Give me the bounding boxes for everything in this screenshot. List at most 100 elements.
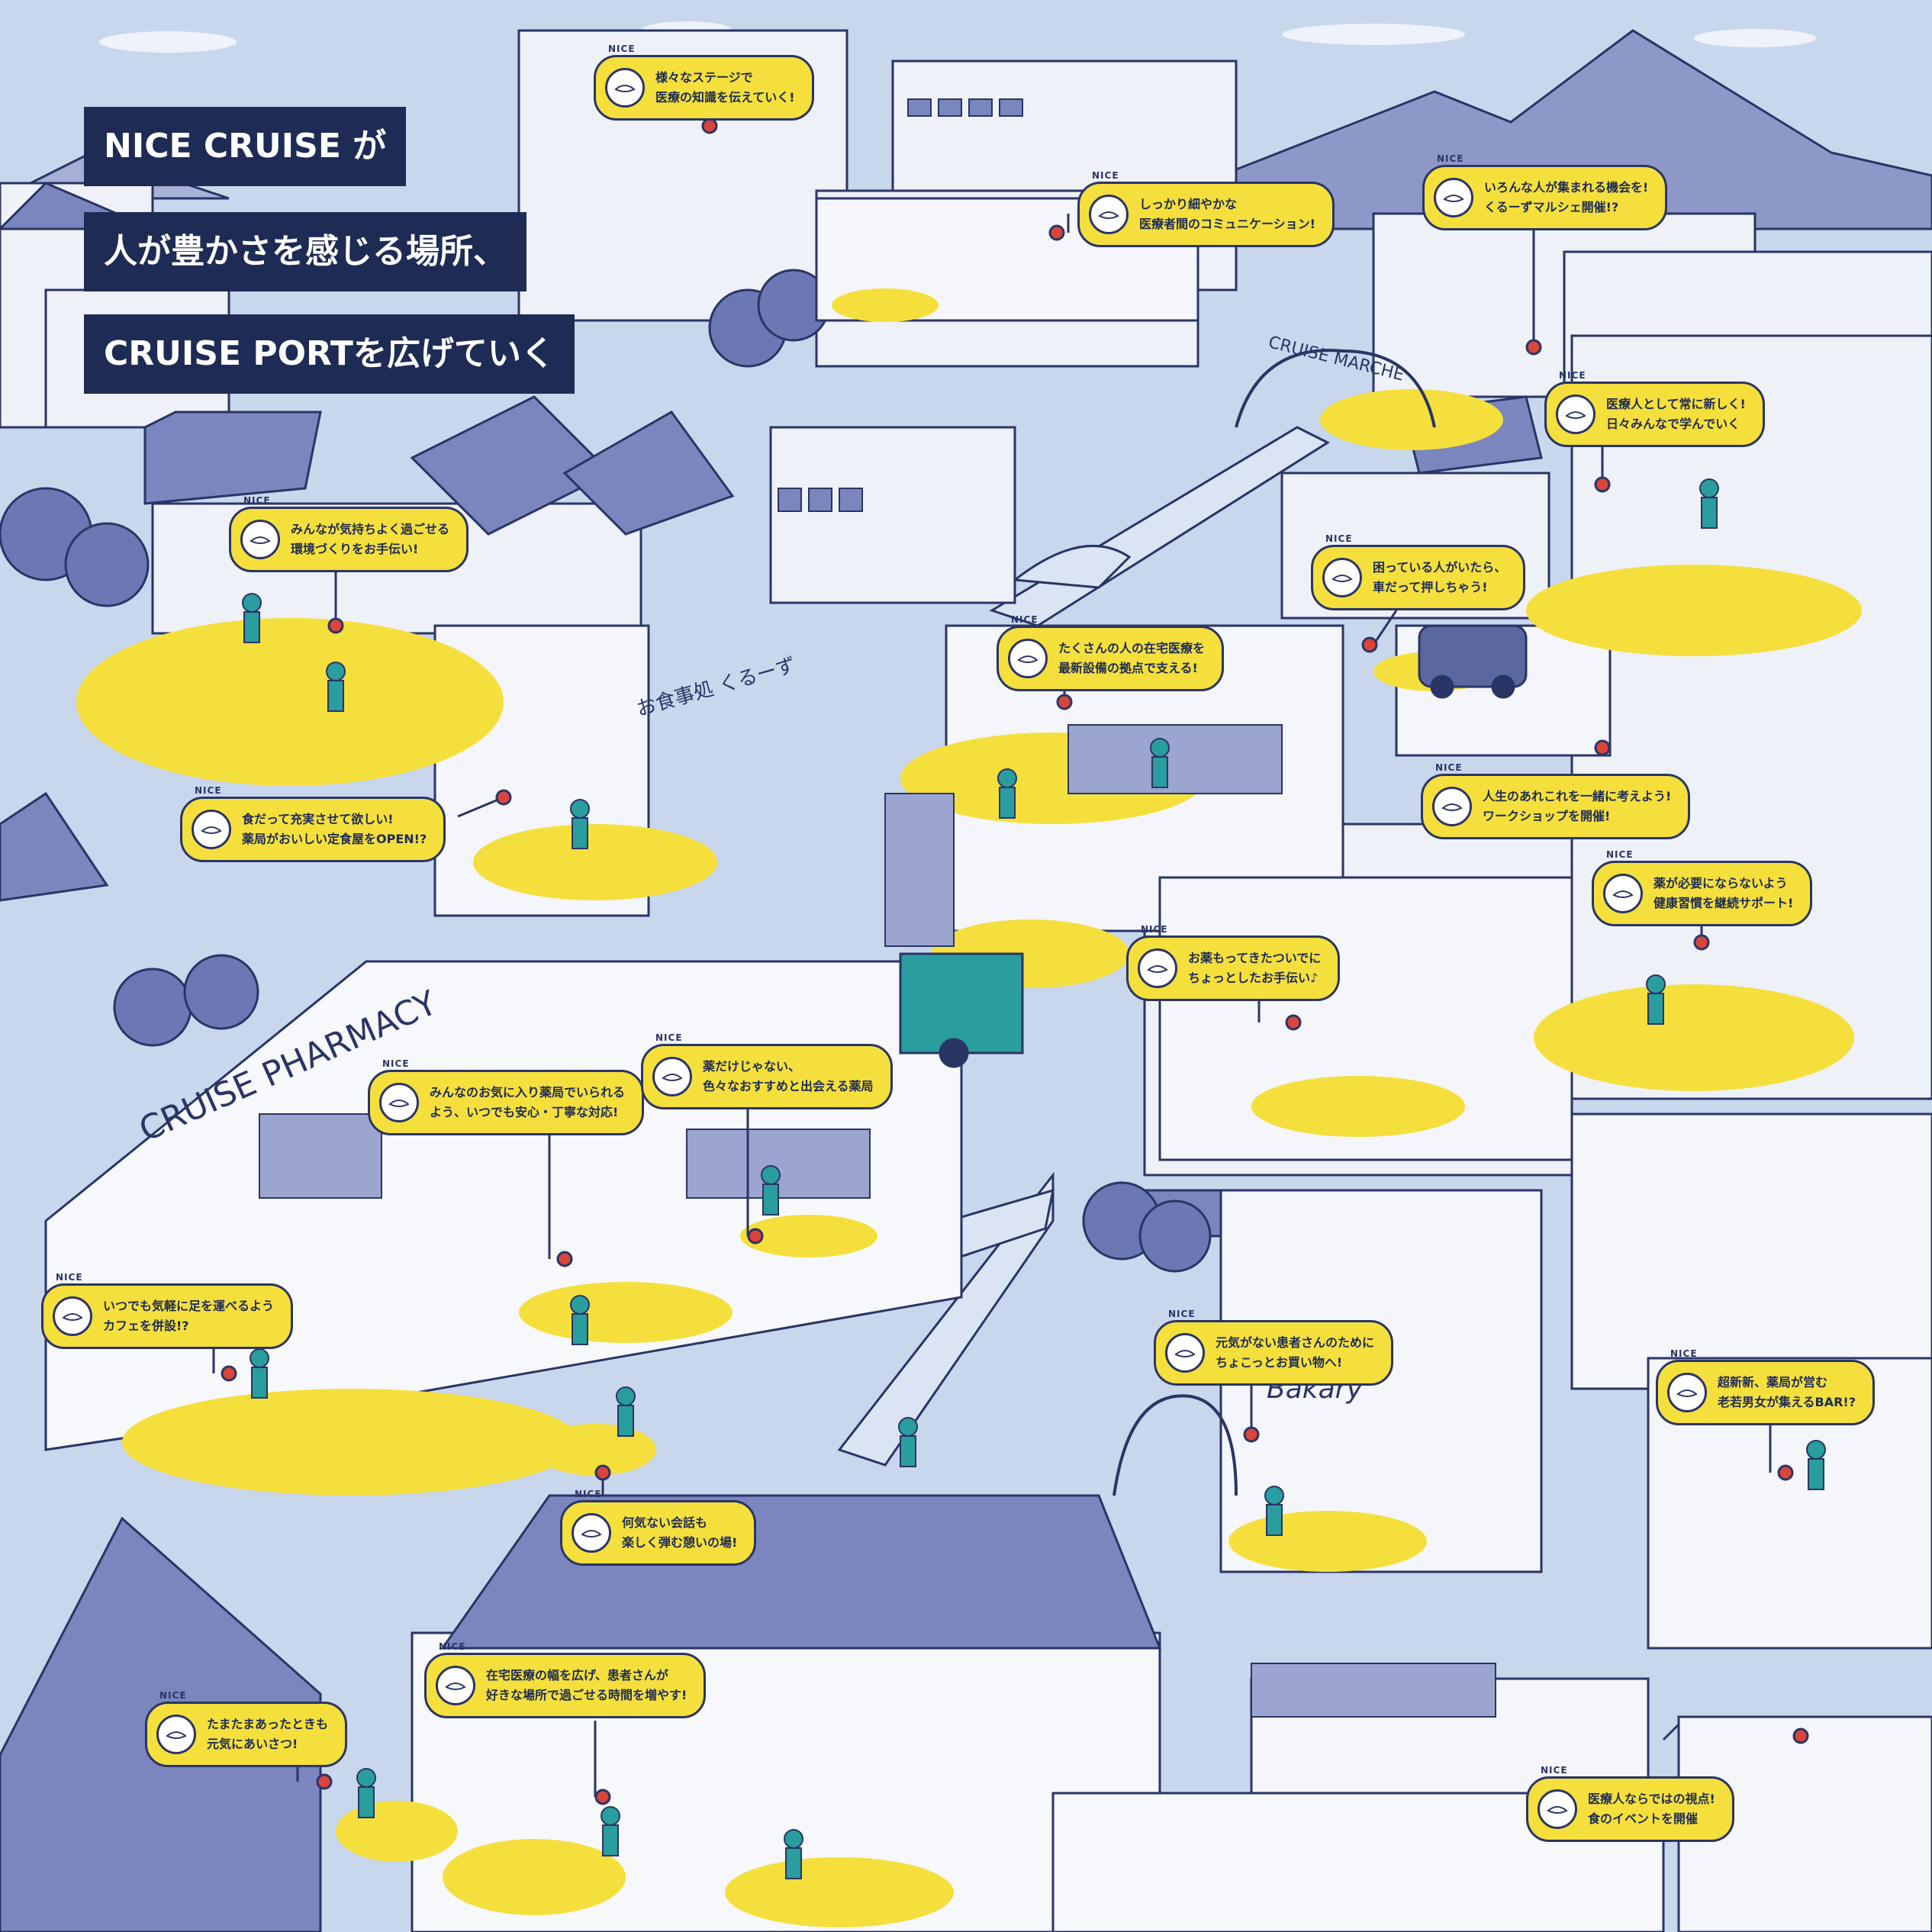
callout-line: 元気がない患者さんのために: [1216, 1335, 1375, 1350]
nice-cruise-logo-icon: [240, 520, 280, 559]
callout-bar: NICE 超新新、薬局が営む老若男女が集えるBAR!?: [1656, 1348, 1875, 1425]
callout-line: 医療の知識を伝えていく!: [655, 90, 795, 105]
nice-cruise-logo-icon: [1008, 639, 1048, 678]
nice-cruise-logo-icon: [1603, 874, 1643, 913]
nice-cruise-logo-icon: [1538, 1789, 1577, 1829]
callout-stage-knowledge: NICE 様々なステージで医療の知識を伝えていく!: [594, 43, 814, 121]
callout-line: 人生のあれこれを一緒に考えよう!: [1483, 789, 1672, 803]
nice-badge: NICE: [243, 495, 271, 506]
windows: [259, 98, 1496, 1718]
nice-badge: NICE: [1606, 849, 1634, 860]
callout-line: 様々なステージで: [655, 70, 753, 85]
callout-line: ちょこっとお買い物へ!: [1216, 1355, 1343, 1370]
nice-cruise-logo-icon: [379, 1083, 419, 1122]
callout-line: 老若男女が集えるBAR!?: [1718, 1395, 1856, 1409]
nice-cruise-logo-icon: [572, 1513, 611, 1553]
nice-cruise-logo-icon: [1165, 1333, 1205, 1373]
nice-cruise-logo-icon: [53, 1296, 92, 1336]
callout-line: 最新設備の拠点で支える!: [1058, 661, 1198, 675]
callout-line: 楽しく弾む憩いの場!: [622, 1535, 738, 1550]
nice-cruise-logo-icon: [1089, 195, 1129, 234]
nice-cruise-logo-icon: [1432, 787, 1472, 826]
callout-small-help: NICE お薬もってきたついでにちょっとしたお手伝い♪: [1126, 924, 1341, 1001]
callout-food-event: NICE 医療人ならではの視点!食のイベントを開催: [1526, 1765, 1734, 1842]
nice-cruise-logo-icon: [156, 1715, 196, 1754]
callout-line: 医療者間のコミュニケーション!: [1139, 217, 1315, 231]
nice-cruise-logo-icon: [1322, 558, 1362, 597]
callout-line: 健康習慣を継続サポート!: [1653, 896, 1794, 910]
nice-cruise-logo-icon: [1667, 1373, 1707, 1412]
nice-cruise-logo-icon: [192, 810, 231, 849]
callout-line: ワークショップを開催!: [1483, 809, 1611, 823]
car: [1418, 624, 1528, 699]
callout-line: カフェを併設!?: [103, 1319, 189, 1333]
nice-badge: NICE: [56, 1272, 83, 1283]
arches: [1113, 349, 1436, 1496]
callout-health-habits: NICE 薬が必要にならないよう健康習慣を継続サポート!: [1592, 849, 1813, 926]
callout-line: みんなのお気に入り薬局でいられる: [430, 1085, 626, 1100]
nice-badge: NICE: [159, 1690, 187, 1701]
callout-line: 困っている人がいたら、: [1373, 560, 1507, 575]
nice-badge: NICE: [195, 785, 222, 796]
callout-line: 超新新、薬局が営む: [1718, 1375, 1828, 1389]
nice-cruise-logo-icon: [605, 68, 645, 108]
nice-badge: NICE: [1168, 1309, 1196, 1319]
callout-line: いつでも気軽に足を運べるよう: [103, 1299, 275, 1313]
callout-diner: NICE 食だって充実させて欲しい! 薬局がおいしい定食屋をOPEN!?: [180, 785, 446, 862]
activity-highlights: [76, 288, 1862, 1927]
callout-line: ちょっとしたお手伝い♪: [1188, 971, 1319, 985]
callout-line: たまたまあったときも: [207, 1717, 329, 1731]
callout-line: 医療人ならではの視点!: [1588, 1792, 1715, 1806]
callout-line: 色々なおすすめと出会える薬局: [703, 1079, 874, 1093]
callout-favorite-pharmacy: NICE みんなのお気に入り薬局でいられるよう、いつでも安心・丁寧な対応!: [368, 1058, 645, 1135]
callout-cafe: NICE いつでも気軽に足を運べるようカフェを併設!?: [41, 1272, 294, 1349]
callout-home-care-expand: NICE 在宅医療の幅を広げ、患者さんが好きな場所で過ごせる時間を増やす!: [424, 1641, 707, 1718]
nice-badge: NICE: [575, 1489, 602, 1499]
callout-greeting: NICE たまたまあったときも元気にあいさつ!: [145, 1690, 348, 1767]
headline-line-3: CRUISE PORTを広げていく: [84, 314, 575, 394]
nice-badge: NICE: [439, 1641, 466, 1652]
nice-badge: NICE: [1092, 170, 1119, 181]
callout-line: みんなが気持ちよく過ごせる: [291, 522, 450, 536]
callout-line: 何気ない会話も: [622, 1515, 708, 1530]
callout-line: 在宅医療の幅を広げ、患者さんが: [486, 1668, 668, 1682]
callout-line: 薬が必要にならないよう: [1653, 876, 1788, 890]
people: [242, 478, 1826, 1879]
callout-line: 環境づくりをお手伝い!: [291, 542, 419, 556]
nice-cruise-logo-icon: [1434, 178, 1473, 217]
trees: [0, 269, 1212, 1273]
callout-line: しっかり細やかな: [1139, 197, 1238, 211]
nice-cruise-logo-icon: [652, 1057, 692, 1096]
nice-badge: NICE: [1011, 614, 1038, 625]
callout-workshop: NICE 人生のあれこれを一緒に考えよう! ワークショップを開催!: [1421, 762, 1691, 839]
callout-line: 医療人として常に新しく!: [1606, 397, 1746, 411]
callout-conversation: NICE 何気ない会話も楽しく弾む憩いの場!: [560, 1489, 757, 1566]
nice-badge: NICE: [1670, 1348, 1698, 1359]
nice-cruise-logo-icon: [436, 1666, 475, 1705]
nice-badge: NICE: [1325, 533, 1353, 544]
nice-badge: NICE: [1141, 924, 1168, 935]
callout-cruise-marche: NICE いろんな人が集まれる機会を!くるーずマルシェ開催!?: [1422, 153, 1668, 230]
callout-line: 薬局がおいしい定食屋をOPEN!?: [242, 832, 427, 846]
callout-medical-communication: NICE しっかり細やかな医療者間のコミュニケーション!: [1077, 170, 1335, 247]
callout-push-car: NICE 困っている人がいたら、車だって押しちゃう!: [1311, 533, 1526, 610]
delivery-truck: [899, 952, 1024, 1068]
headline-line-1: NICE CRUISE が: [84, 107, 407, 186]
headline-line-2: 人が豊かさを感じる場所、: [84, 212, 526, 291]
callout-line: 食だって充実させて欲しい!: [242, 812, 394, 826]
nice-badge: NICE: [1541, 1765, 1568, 1776]
callout-line: よう、いつでも安心・丁寧な対応!: [430, 1105, 619, 1119]
nice-badge: NICE: [608, 43, 636, 54]
callout-daily-learning: NICE 医療人として常に新しく! 日々みんなで学んでいく: [1544, 370, 1765, 447]
nice-badge: NICE: [1559, 370, 1586, 381]
callout-line: たくさんの人の在宅医療を: [1058, 641, 1206, 655]
callout-line: いろんな人が集まれる機会を!: [1484, 180, 1649, 195]
callout-line: 日々みんなで学んでいく: [1606, 417, 1740, 431]
callout-line: 好きな場所で過ごせる時間を増やす!: [486, 1688, 687, 1702]
nice-badge: NICE: [1435, 762, 1463, 773]
nice-badge: NICE: [1437, 153, 1464, 164]
callout-line: 薬だけじゃない、: [703, 1059, 801, 1074]
callout-line: 元気にあいさつ!: [207, 1737, 298, 1751]
nice-cruise-logo-icon: [1138, 948, 1177, 988]
callout-shopping: NICE 元気がない患者さんのためにちょこっとお買い物へ!: [1154, 1309, 1394, 1386]
